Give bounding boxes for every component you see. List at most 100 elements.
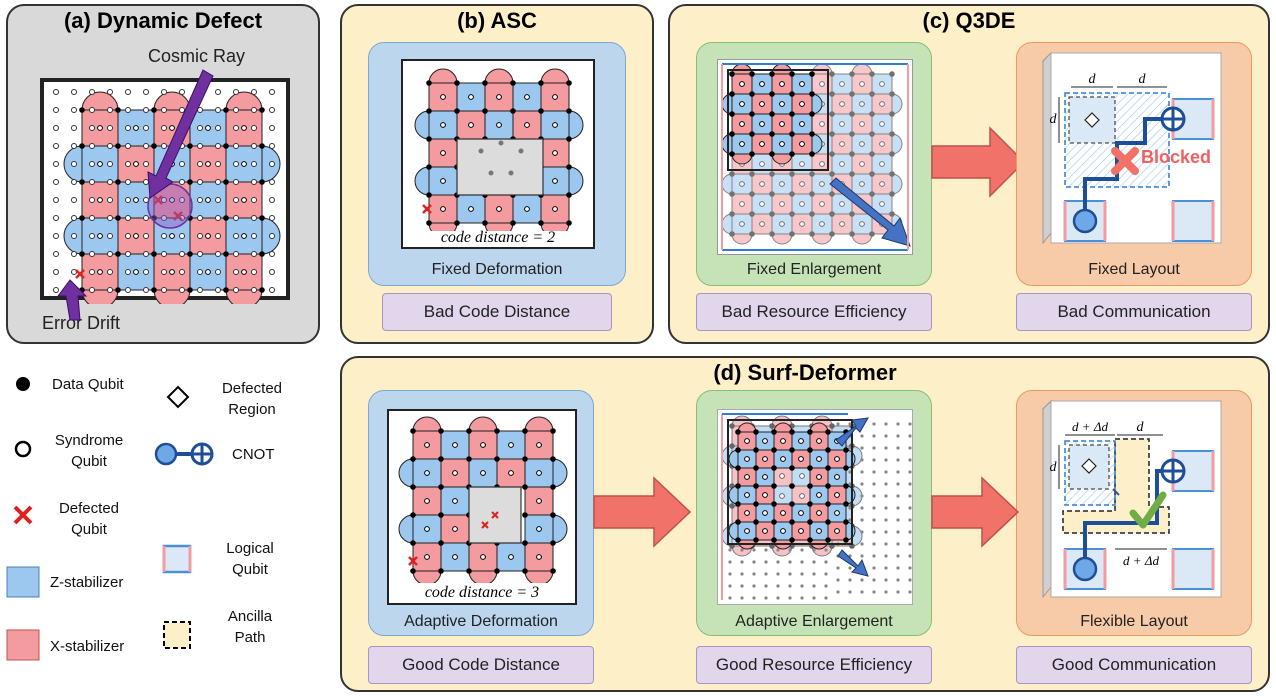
spare-qubit — [125, 251, 131, 257]
data-qubit — [889, 131, 895, 137]
spare-qubit — [908, 530, 912, 534]
syndrome-qubit — [241, 233, 247, 239]
spare-qubit — [908, 542, 912, 546]
data-qubit — [729, 443, 735, 449]
spare-qubit — [251, 179, 257, 185]
spare-qubit — [107, 125, 113, 131]
spare-qubit — [89, 215, 95, 221]
spare-qubit — [197, 143, 203, 149]
spare-qubit — [776, 548, 780, 552]
data-qubit — [807, 483, 813, 489]
spare-qubit — [71, 287, 77, 293]
data-qubit — [849, 91, 855, 97]
spare-qubit — [197, 269, 203, 275]
spare-qubit — [161, 89, 167, 95]
syndrome-qubit — [834, 474, 840, 480]
data-qubit — [426, 192, 432, 198]
legend-defected-region: Defected Region — [221, 380, 283, 418]
panel-dynamic-defect: (a) Dynamic Defect Cosmic Ray Error Drif… — [6, 4, 320, 344]
data-qubit-icon — [16, 377, 30, 391]
spare-qubit — [161, 215, 167, 221]
syndrome-qubit — [859, 121, 865, 127]
data-qubit — [466, 428, 472, 434]
spare-qubit — [848, 470, 852, 474]
boundary-x — [731, 233, 753, 245]
spare-qubit — [848, 482, 852, 486]
spare-qubit — [233, 197, 239, 203]
legend-data-qubit: Data Qubit — [52, 376, 124, 393]
spare-qubit — [728, 584, 732, 588]
data-qubit — [849, 151, 855, 157]
data-qubit — [807, 429, 813, 435]
data-qubit — [522, 568, 528, 574]
spare-qubit — [53, 215, 59, 221]
data-qubit — [825, 483, 831, 489]
syndrome-qubit — [440, 206, 446, 212]
syndrome-qubit — [424, 498, 430, 504]
boundary-x — [484, 222, 514, 231]
spare-qubit — [728, 596, 732, 600]
spare-qubit — [908, 482, 912, 486]
spare-qubit — [740, 572, 744, 576]
boundary-x — [540, 222, 570, 231]
spare-qubit — [161, 233, 167, 239]
boundary-z — [398, 514, 414, 544]
data-qubit — [729, 211, 735, 217]
spare-qubit — [728, 548, 732, 552]
syndrome-qubit — [839, 81, 845, 87]
spare-qubit — [107, 215, 113, 221]
data-qubit — [79, 143, 85, 149]
spare-qubit — [161, 143, 167, 149]
spare-qubit — [269, 89, 275, 95]
data-qubit — [550, 540, 556, 546]
spare-qubit — [812, 560, 816, 564]
spare-qubit — [824, 596, 828, 600]
data-qubit — [259, 251, 265, 257]
data-qubit — [538, 220, 544, 226]
syndrome-qubit — [798, 438, 804, 444]
boundary-x — [851, 63, 873, 75]
data-qubit — [735, 429, 741, 435]
data-qubit — [789, 483, 795, 489]
syndrome-qubit — [524, 122, 530, 128]
spare-qubit — [896, 422, 900, 426]
spare-qubit — [143, 269, 149, 275]
spare-qubit — [896, 458, 900, 462]
spare-qubit — [233, 179, 239, 185]
data-qubit — [79, 215, 85, 221]
data-qubit — [809, 91, 815, 97]
data-qubit — [735, 465, 741, 471]
good-resource-efficiency-label: Good Resource Efficiency — [696, 646, 932, 684]
good-communication-label: Good Communication — [1016, 646, 1252, 684]
legend-x-stabilizer: X-stabilizer — [50, 638, 125, 655]
panel-q3de: (c) Q3DE Fixed Enlargement Bad Resource … — [668, 4, 1270, 344]
spare-qubit — [161, 125, 167, 131]
spare-qubit — [89, 269, 95, 275]
data-qubit — [771, 465, 777, 471]
syndrome-qubit — [169, 269, 175, 275]
boundary-z — [414, 110, 430, 140]
data-qubit — [769, 231, 775, 237]
data-qubit — [769, 151, 775, 157]
spare-qubit — [860, 578, 864, 582]
data-qubit — [410, 568, 416, 574]
data-qubit — [494, 456, 500, 462]
spare-qubit — [143, 179, 149, 185]
cnot-icon — [154, 442, 214, 466]
spare-qubit — [776, 596, 780, 600]
legend: Data Qubit Syndrome Qubit Defected Qubit… — [0, 360, 330, 690]
spare-qubit — [53, 269, 59, 275]
adaptive-deformation-caption: Adaptive Deformation — [404, 613, 558, 630]
data-qubit — [829, 171, 835, 177]
spare-qubit — [215, 107, 221, 113]
data-qubit — [753, 537, 759, 543]
enlarge-arrow — [837, 549, 869, 577]
spare-qubit — [812, 548, 816, 552]
spare-qubit — [884, 482, 888, 486]
data-qubit — [566, 192, 572, 198]
spare-qubit — [836, 422, 840, 426]
spare-qubit — [740, 596, 744, 600]
data-qubit — [522, 540, 528, 546]
spare-qubit — [872, 566, 876, 570]
syndrome-qubit — [744, 474, 750, 480]
